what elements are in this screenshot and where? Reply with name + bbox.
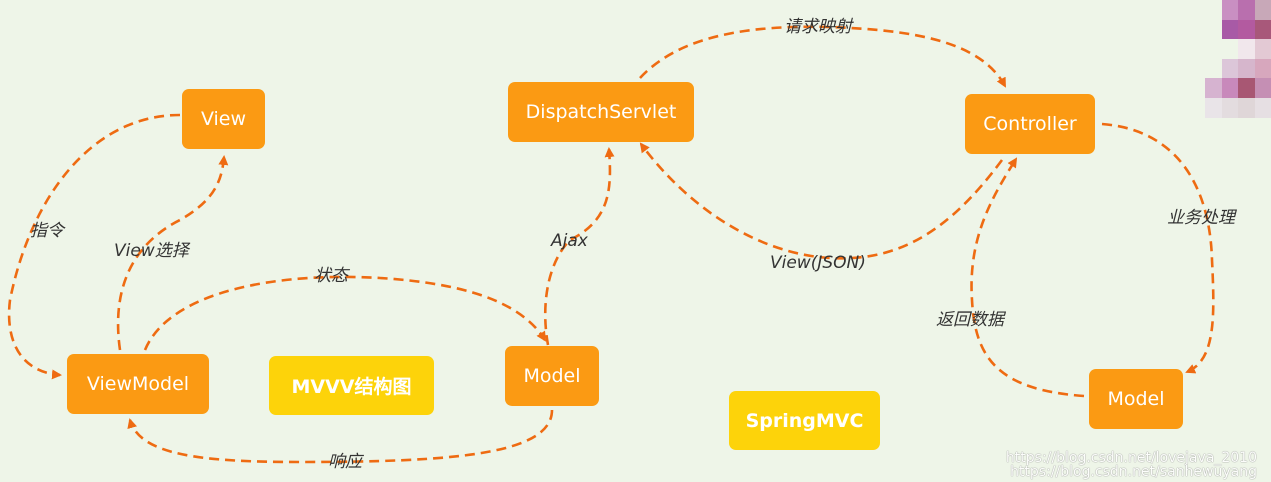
watermark-line-2: https://blog.csdn.net/sanhewuyang (1010, 464, 1257, 480)
edge-return-data-arrow (970, 157, 1085, 398)
edge-label-view-json: View(JSON) (770, 253, 866, 273)
watermark: https://blog.csdn.net/lovejava_2010 http… (1006, 451, 1257, 479)
edge-label-state: 状态 (314, 266, 351, 286)
pixelated-mosaic (1205, 0, 1271, 118)
edge-ajax-arrow (544, 147, 615, 346)
node-viewmodel: ViewModel (67, 354, 209, 414)
edge-label-view-select: View选择 (114, 241, 191, 261)
edge-request-mapping-arrow (639, 25, 1007, 88)
watermark-line-1: https://blog.csdn.net/lovejava_2010 (1005, 450, 1257, 466)
edge-state-arrow (143, 275, 547, 351)
node-model-mvvm: Model (505, 346, 599, 406)
edge-label-command: 指令 (30, 221, 66, 241)
edge-command-arrow (7, 113, 181, 380)
mvvm-diagram-title: MVVV结构图 (269, 356, 434, 415)
node-dispatch-servlet: DispatchServlet (508, 82, 694, 142)
edge-response-arrow (127, 409, 554, 464)
edge-label-return-data: 返回数据 (936, 310, 1007, 330)
node-controller: Controller (965, 94, 1095, 154)
edge-label-response: 响应 (328, 452, 365, 472)
edge-label-ajax: Ajax (550, 231, 589, 251)
edge-business-arrow (1101, 122, 1215, 374)
node-model-mvc: Model (1089, 369, 1183, 429)
springmvc-diagram-title: SpringMVC (729, 391, 880, 450)
edge-label-business: 业务处理 (1167, 208, 1237, 228)
edge-view-json-arrow (639, 142, 1004, 260)
node-view: View (182, 89, 265, 149)
edge-view-select-arrow (116, 155, 229, 351)
edge-label-request-mapping: 请求映射 (784, 17, 854, 37)
